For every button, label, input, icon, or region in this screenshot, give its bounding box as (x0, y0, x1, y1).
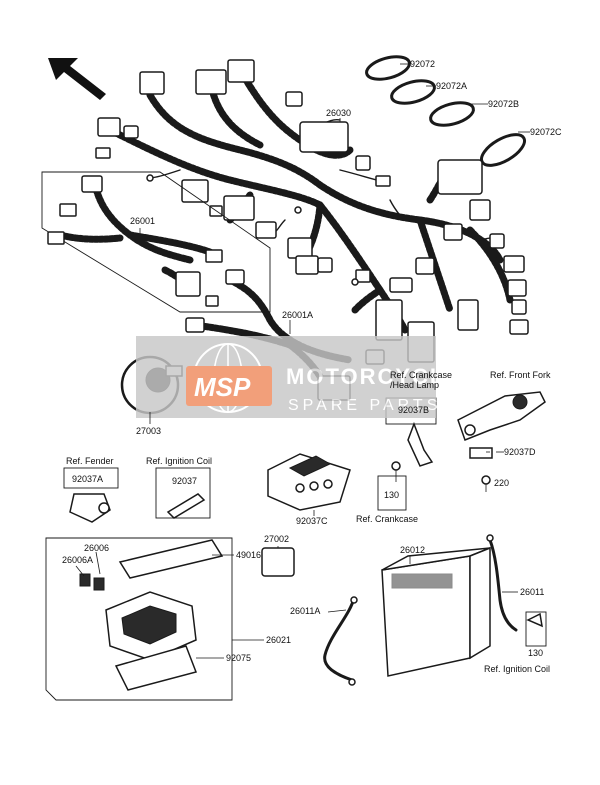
label-26006: 26006 (84, 543, 109, 553)
reference-labels: Ref. Crankcase /Head Lamp Ref. Front For… (66, 370, 551, 674)
ref-crankcase-head-lamp-line1: Ref. Crankcase (390, 370, 452, 380)
ref-ignition-coil-bottom: Ref. Ignition Coil (484, 664, 550, 674)
part-number-labels: 92072 92072A 92072B 92072C 26030 26001 2… (62, 59, 562, 663)
label-92072: 92072 (410, 59, 435, 69)
bracket-92037B (377, 397, 437, 511)
ref-front-fork: Ref. Front Fork (490, 370, 551, 380)
label-92072B: 92072B (488, 99, 519, 109)
label-92037C: 92037C (296, 516, 328, 526)
label-92037B: 92037B (398, 405, 429, 415)
bracket-92037D (457, 391, 546, 492)
clamp-92072C (480, 133, 526, 167)
label-220: 220 (494, 478, 509, 488)
label-26021: 26021 (266, 635, 291, 645)
watermark: MSP MOTORCYCLE SPARE PARTS (136, 336, 462, 418)
label-49016: 49016 (236, 550, 261, 560)
clamp-92072B (429, 101, 475, 127)
label-26001: 26001 (130, 216, 155, 226)
label-130-ignition: 130 (528, 648, 543, 658)
sub-harness-26001 (41, 171, 271, 313)
control-unit-26021 (45, 537, 233, 701)
main-harness-26030 (95, 59, 529, 363)
label-92037: 92037 (172, 476, 197, 486)
ref-crankcase: Ref. Crankcase (356, 514, 418, 524)
leader-lines (75, 63, 530, 659)
battery-26012 (381, 546, 491, 677)
label-26030: 26030 (326, 108, 351, 118)
ref-fender: Ref. Fender (66, 456, 114, 466)
label-92037A: 92037A (72, 474, 103, 484)
label-27002: 27002 (264, 534, 289, 544)
label-26011: 26011 (520, 587, 544, 597)
label-92072A: 92072A (436, 81, 467, 91)
clamp-92072A (390, 79, 436, 105)
label-92075: 92075 (226, 653, 251, 663)
bracket-92037C (267, 453, 351, 511)
label-26006A: 26006A (62, 555, 93, 565)
battery-cable-26011A (323, 596, 358, 686)
label-92072C: 92072C (530, 127, 562, 137)
bracket-92037 (155, 467, 211, 519)
label-130-crankcase: 130 (384, 490, 399, 500)
watermark-line2: SPARE PARTS (288, 397, 441, 414)
clamp-92072 (365, 55, 411, 81)
bracket-92037A (63, 467, 119, 523)
ref-crankcase-head-lamp-line2: /Head Lamp (390, 380, 439, 390)
label-26012: 26012 (400, 545, 425, 555)
watermark-logo: MSP (194, 372, 251, 402)
label-26001A: 26001A (282, 310, 313, 320)
watermark-line1: MOTORCYCLE (286, 364, 462, 389)
ref-ignition-coil-top: Ref. Ignition Coil (146, 456, 212, 466)
label-26011A: 26011A (290, 606, 320, 616)
relay-27002 (261, 547, 295, 577)
arrow-up-left-icon (48, 58, 106, 100)
label-92037D: 92037D (504, 447, 536, 457)
battery-cable-26011 (486, 534, 547, 647)
label-27003: 27003 (136, 426, 161, 436)
